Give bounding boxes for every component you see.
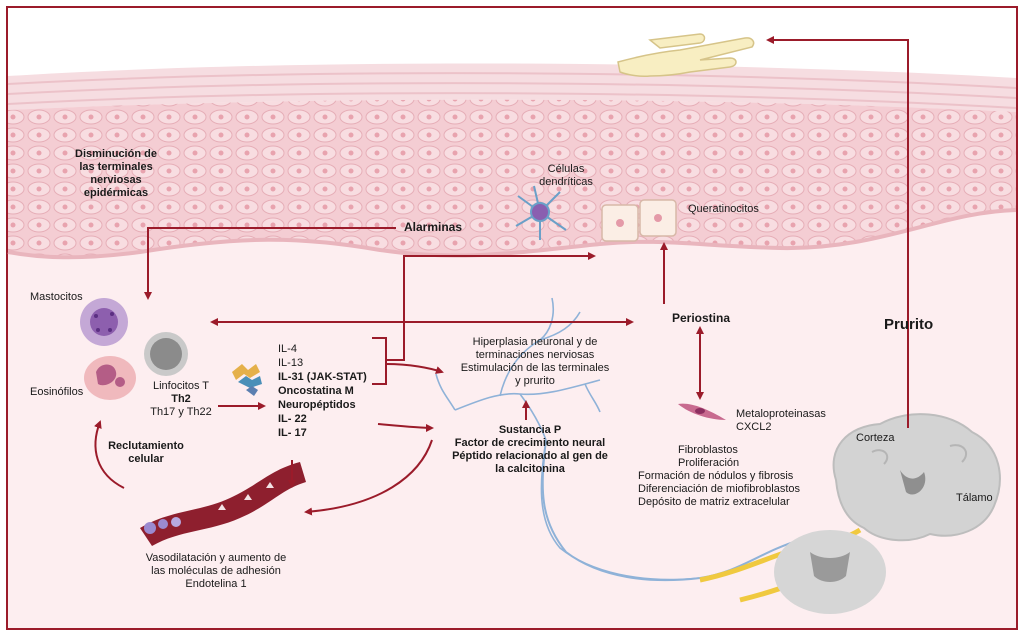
basement-membrane (7, 208, 1017, 260)
hand-scratching-icon (617, 33, 755, 77)
label-cytokine-il31: IL-31 (JAK-STAT) (278, 371, 367, 383)
label-nerve-decrease-line-1: Disminución de (75, 148, 157, 160)
label-vasodilation: Vasodilatación y aumento de las molécula… (136, 552, 296, 591)
label-hyperplasia-line-2: terminaciones nerviosas (475, 349, 595, 361)
eosinophil-icon (84, 356, 136, 400)
epidermis (8, 99, 1016, 258)
fibroblast-icon (678, 403, 726, 420)
spinal-cord-icon (774, 530, 886, 614)
label-thalamus: Tálamo (956, 492, 993, 504)
label-metalloproteinases-line-2: CXCL2 (736, 421, 772, 433)
label-fibroblasts-line-5: Depósito de matriz extracelular (638, 496, 790, 508)
label-fibroblasts: Fibroblastos Proliferación Formación de … (638, 444, 800, 509)
label-fibroblasts-line-3: Formación de nódulos y fibrosis (638, 470, 794, 482)
label-cytokines: IL-4 IL-13 IL-31 (JAK-STAT) Oncostatina … (278, 342, 367, 440)
label-lymphocytes-line-3: Th17 y Th22 (150, 406, 212, 418)
label-fibroblasts-line-1: Fibroblastos (678, 444, 738, 456)
label-nerve-decrease-line-3: nerviosas (90, 174, 142, 186)
arrow-nerves-vessel (304, 439, 433, 516)
arrows (94, 36, 909, 516)
label-metalloproteinases: Metaloproteinasas CXCL2 (736, 408, 826, 434)
label-cytokine-il17: IL- 17 (278, 427, 307, 439)
arrow-il-keratinocytes (386, 252, 596, 361)
mastocyte-icon (80, 298, 128, 346)
label-cytokine-oncostatin: Oncostatina M (278, 385, 354, 397)
label-substance-p: Sustancia P Factor de crecimiento neural… (448, 424, 612, 476)
keratinocyte-icon (601, 199, 677, 242)
label-recruitment-line-1: Reclutamiento (108, 440, 184, 452)
label-periostin: Periostina (672, 311, 731, 325)
lymphocyte-icon (144, 332, 188, 376)
label-substance-p-line-1: Sustancia P (498, 424, 562, 436)
blood-vessel-icon (140, 462, 306, 546)
label-substance-p-line-3: Péptido relacionado al gen de (452, 450, 608, 462)
label-nerve-decrease-line-4: epidérmicas (83, 187, 149, 199)
label-pruritus: Prurito (884, 316, 934, 333)
label-dendritic-line-1: Células (547, 163, 585, 175)
label-eosinophils: Eosinófilos (30, 386, 84, 398)
arrow-alarmins-mastocytes (144, 227, 396, 300)
label-cytokine-il22: IL- 22 (278, 413, 307, 425)
sensory-nerve-path (541, 439, 801, 582)
label-recruitment: Reclutamiento celular (100, 440, 192, 466)
label-lymphocytes-line-1: Linfocitos T (152, 380, 210, 392)
label-cytokine-neuropeptides: Neuropéptidos (278, 399, 356, 411)
cytokine-cluster-icon (232, 364, 262, 396)
label-metalloproteinases-line-1: Metaloproteinasas (736, 408, 826, 420)
label-cytokine-il4: IL-4 (278, 343, 297, 355)
label-vasodilation-line-3: Endotelina 1 (185, 578, 247, 590)
label-recruitment-line-2: celular (128, 453, 164, 465)
label-vasodilation-line-2: las moléculas de adhesión (151, 565, 281, 577)
dendritic-cell-icon (515, 185, 567, 240)
label-hyperplasia-line-4: y prurito (515, 375, 555, 387)
brain-icon (832, 413, 1001, 542)
label-alarmins: Alarminas (404, 220, 463, 234)
label-lymphocytes: Linfocitos T Th2 Th17 y Th22 (138, 380, 224, 419)
arrow-pruritus-hand (766, 36, 909, 428)
label-vasodilation-line-1: Vasodilatación y aumento de (145, 552, 287, 564)
label-dendritic-cells: Células dendríticas (520, 163, 612, 189)
label-nerve-decrease-line-2: las terminales (79, 161, 153, 173)
label-lymphocytes-line-2: Th2 (171, 393, 191, 405)
label-cytokine-il13: IL-13 (278, 357, 304, 369)
label-keratinocytes: Queratinocitos (688, 203, 759, 215)
label-hyperplasia: Hiperplasia neuronal y de terminaciones … (450, 336, 620, 388)
label-nerve-decrease: Disminución de las terminales nerviosas … (56, 148, 176, 200)
arrow-oncostatin-nerves (377, 423, 434, 432)
label-substance-p-line-4: la calcitonina (495, 463, 565, 475)
label-substance-p-line-2: Factor de crecimiento neural (454, 437, 606, 449)
label-hyperplasia-line-3: Estimulación de las terminales (460, 362, 610, 374)
label-fibroblasts-line-2: Proliferación (678, 457, 740, 469)
label-cortex: Corteza (856, 432, 895, 444)
arrow-il-nerves (385, 363, 444, 374)
label-fibroblasts-line-4: Diferenciación de miofibroblastos (638, 483, 801, 495)
label-dendritic-line-2: dendríticas (539, 176, 593, 188)
label-mastocytes: Mastocitos (30, 291, 83, 303)
top-background (8, 8, 1016, 80)
arrow-recruitment (94, 420, 125, 489)
label-hyperplasia-line-1: Hiperplasia neuronal y de (472, 336, 598, 348)
